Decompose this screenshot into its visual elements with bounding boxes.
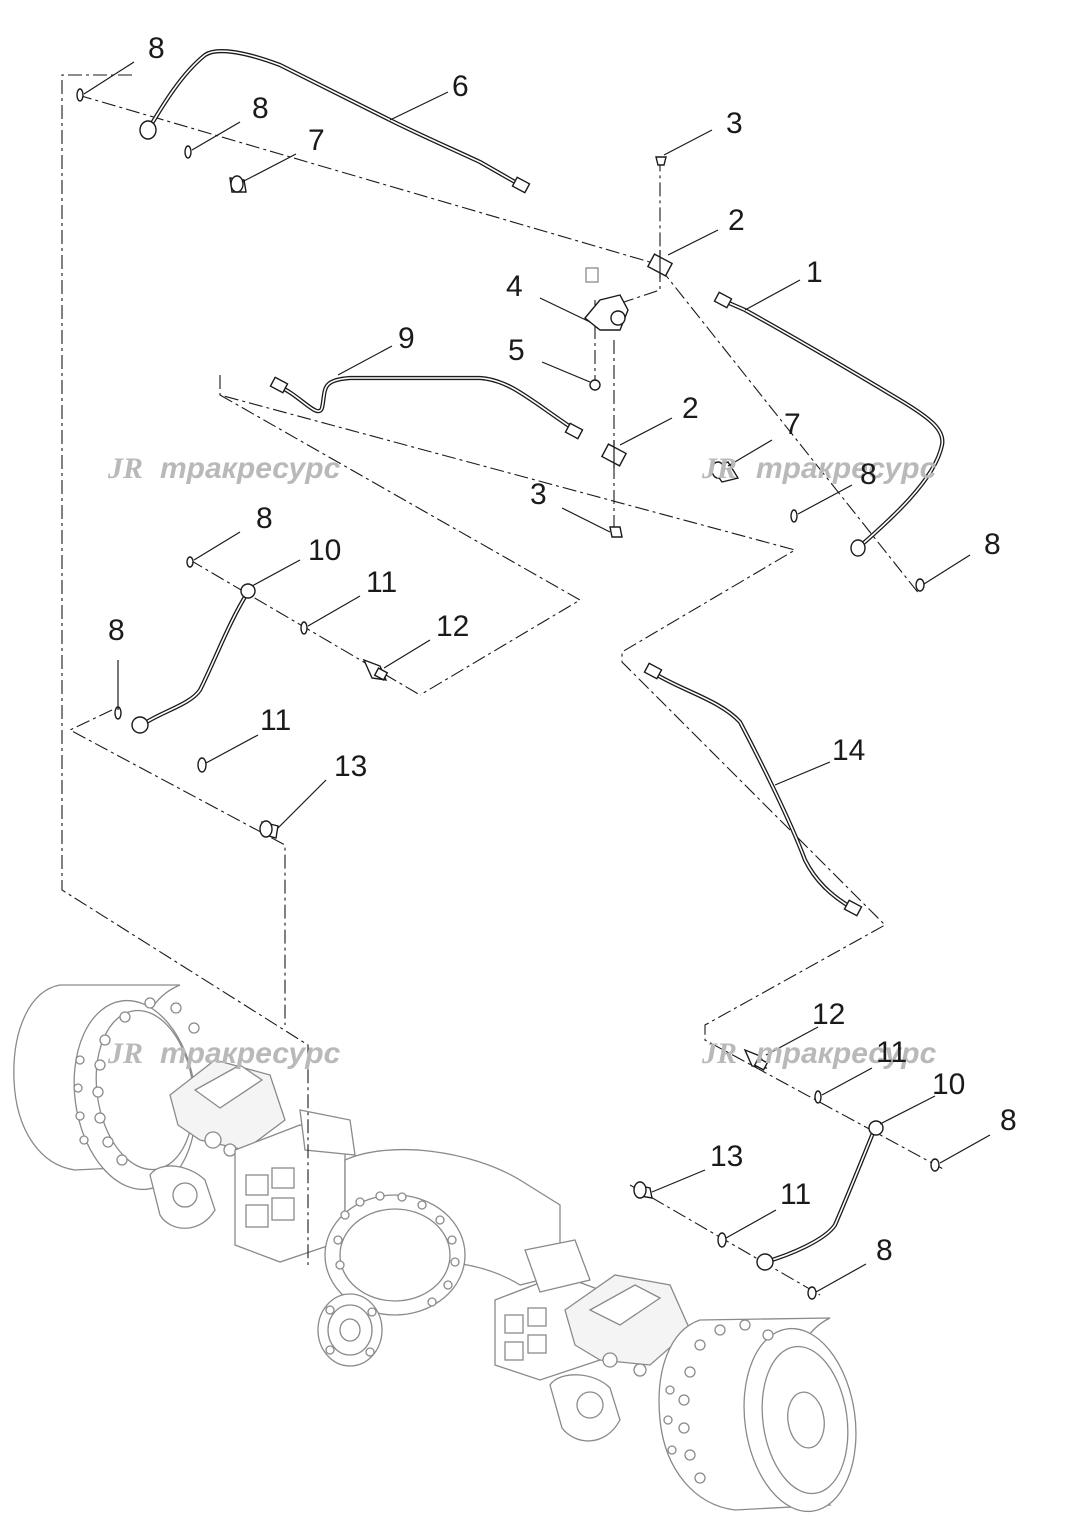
alignment-lines <box>61 74 946 1296</box>
watermark-text: тракресурс <box>160 1037 341 1070</box>
callout-label: 8 <box>252 92 269 125</box>
axle-assembly-background <box>13 984 857 1513</box>
callout-label: 2 <box>682 392 699 425</box>
callout-numbers: 8 6 8 7 3 2 1 4 9 5 2 7 8 3 8 8 10 11 12… <box>108 32 1017 1267</box>
callout-label: 8 <box>148 32 165 65</box>
leader-lines <box>83 61 991 1293</box>
left-hub-bolts <box>73 997 200 1166</box>
diff-bolts <box>333 1191 460 1307</box>
callout-label: 14 <box>832 734 865 767</box>
brake-pipes <box>139 49 945 1265</box>
pipe-6 <box>145 49 525 189</box>
small-parts <box>76 88 940 1300</box>
watermark-logo: JR <box>107 1037 143 1070</box>
pipe-9 <box>275 375 578 433</box>
callout-label: 8 <box>860 458 877 491</box>
callout-label: 13 <box>334 750 367 783</box>
pipe-10-lower <box>762 1125 878 1265</box>
callout-label: 7 <box>308 124 325 157</box>
callout-label: 5 <box>508 334 525 367</box>
callout-label: 3 <box>530 478 547 511</box>
callout-label: 11 <box>366 566 397 599</box>
callout-label: 11 <box>780 1178 811 1211</box>
callout-label: 8 <box>108 614 125 647</box>
callout-label: 11 <box>260 704 291 737</box>
callout-label: 2 <box>728 204 745 237</box>
watermark-logo: JR <box>701 1037 737 1070</box>
tee-lower <box>600 440 628 468</box>
callout-label: 10 <box>932 1068 965 1101</box>
pipe-10-upper <box>139 589 251 728</box>
callout-label: 7 <box>784 408 801 441</box>
watermark-text: тракресурс <box>756 452 937 485</box>
pipe-14 <box>649 669 855 911</box>
callout-label: 6 <box>452 70 469 103</box>
watermark-logo: JR <box>701 452 737 485</box>
callout-label: 12 <box>436 610 469 643</box>
callout-label: 10 <box>308 534 341 567</box>
watermark-logo: JR <box>107 452 143 485</box>
watermark-text: тракресурс <box>160 452 341 485</box>
watermark-top-left: JR тракресурс <box>107 452 341 485</box>
watermark-text: тракресурс <box>756 1037 937 1070</box>
watermark-top-right: JR тракресурс <box>701 452 937 485</box>
callout-label: 1 <box>806 256 823 289</box>
callout-label: 4 <box>506 270 523 303</box>
callout-label: 11 <box>876 1036 907 1069</box>
watermark-bottom-left: JR тракресурс <box>107 1037 341 1070</box>
callout-label: 12 <box>812 998 845 1031</box>
callout-label: 8 <box>256 502 273 535</box>
pipe-1 <box>719 297 945 551</box>
watermark-bottom-right: JR тракресурс <box>701 1037 937 1070</box>
callout-label: 9 <box>398 322 415 355</box>
callout-label: 8 <box>876 1234 893 1267</box>
bracket <box>584 267 629 331</box>
callout-label: 8 <box>984 528 1001 561</box>
tee-upper <box>646 250 674 278</box>
right-hub-bolts <box>663 1319 774 1484</box>
callout-label: 3 <box>726 107 743 140</box>
callout-label: 8 <box>1000 1104 1017 1137</box>
callout-label: 13 <box>710 1140 743 1173</box>
